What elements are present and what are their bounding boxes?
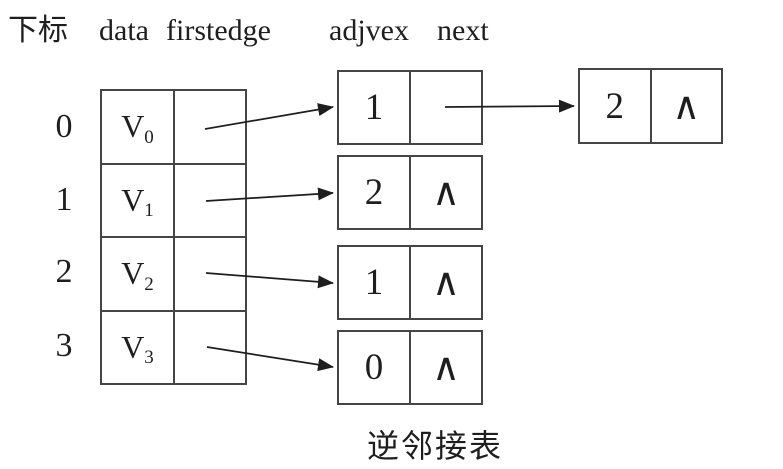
edge-node-row2-first: 1 ∧ xyxy=(337,245,483,320)
next-cell null-pointer-symbol: ∧ xyxy=(432,262,460,304)
vertex-label-subscript: 0 xyxy=(144,126,154,148)
firstedge-cell xyxy=(175,91,245,163)
next-cell xyxy=(411,72,481,143)
firstedge-cell xyxy=(175,165,245,237)
adjvex-cell: 1 xyxy=(339,72,411,143)
edge-node-row0-first: 1 xyxy=(337,70,483,145)
firstedge-cell xyxy=(175,238,245,310)
row-index-1: 1 xyxy=(55,181,73,218)
firstedge-cell xyxy=(175,312,245,384)
row-index-3: 3 xyxy=(55,327,73,364)
adjvex-cell: 2 xyxy=(339,157,411,228)
vertex-label-subscript: 3 xyxy=(144,347,154,368)
edge-node-row3-first: 0 ∧ xyxy=(337,330,483,405)
edge-node-row0-second: 2 ∧ xyxy=(578,68,723,144)
row-index-0: 0 xyxy=(55,108,73,145)
diagram-caption: 逆邻接表 xyxy=(366,428,503,464)
next-cell null-pointer-symbol: ∧ xyxy=(672,85,701,128)
header-firstedge-label: firstedge xyxy=(166,14,271,47)
vertex-label: V xyxy=(121,108,145,145)
adjvex-cell: 1 xyxy=(339,247,411,318)
vertex-label: V xyxy=(121,255,145,292)
edge-node-row1-first: 2 ∧ xyxy=(337,155,483,230)
header-index-label: 下标 xyxy=(8,14,68,47)
vertex-label: V xyxy=(121,328,145,365)
vertex-label-subscript: 2 xyxy=(144,273,154,295)
vertex-label: V xyxy=(121,181,145,218)
next-cell null-pointer-symbol: ∧ xyxy=(432,172,460,214)
header-data-label: data xyxy=(99,14,149,47)
vertex-label-subscript: 1 xyxy=(144,200,154,221)
header-adjvex-label: adjvex xyxy=(329,14,409,47)
adjvex-cell: 2 xyxy=(580,70,652,142)
header-next-label: next xyxy=(437,14,489,47)
adjvex-cell: 0 xyxy=(339,332,411,403)
row-index-2: 2 xyxy=(55,253,73,290)
next-cell null-pointer-symbol: ∧ xyxy=(432,347,460,389)
